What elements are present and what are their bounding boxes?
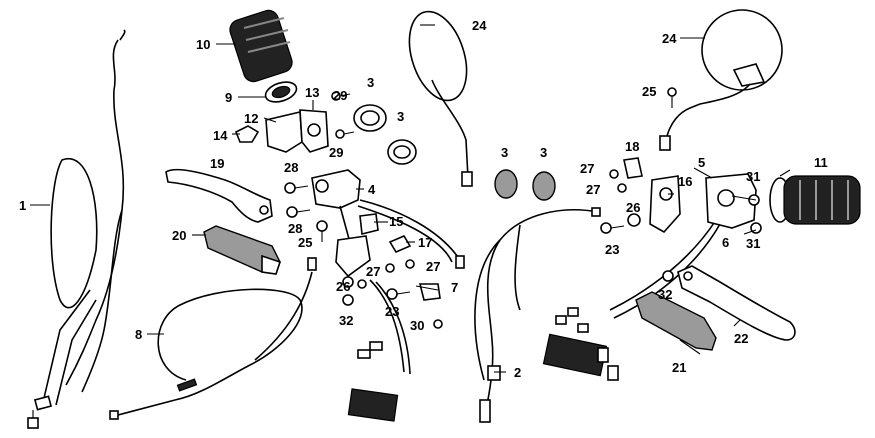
part-22-brake-lever xyxy=(662,265,796,341)
label-part-2: 2 xyxy=(514,365,521,380)
label-part-27: 27 xyxy=(426,259,440,274)
label-part-8: 8 xyxy=(135,327,142,342)
label-part-32: 32 xyxy=(339,313,353,328)
part-8-clutch-cable xyxy=(109,257,317,420)
part-20-lever-cover xyxy=(203,225,282,275)
label-part-26: 26 xyxy=(626,200,640,215)
part-9-throttle-pipe xyxy=(264,81,298,103)
part-24-mirror-left xyxy=(408,10,473,187)
label-part-16: 16 xyxy=(678,174,692,189)
label-part-24: 24 xyxy=(472,18,487,33)
label-part-1: 1 xyxy=(19,198,26,213)
label-part-31: 31 xyxy=(746,169,760,184)
label-part-30: 30 xyxy=(410,318,424,333)
label-part-3: 3 xyxy=(501,145,508,160)
label-part-4: 4 xyxy=(368,182,376,197)
part-21-lever-cover xyxy=(635,291,717,351)
label-part-9: 9 xyxy=(225,90,232,105)
label-part-24: 24 xyxy=(662,31,677,46)
label-part-21: 21 xyxy=(672,360,686,375)
label-part-27: 27 xyxy=(580,161,594,176)
label-part-13: 13 xyxy=(305,85,319,100)
label-part-19: 19 xyxy=(210,156,224,171)
label-part-29: 29 xyxy=(333,88,347,103)
label-part-11: 11 xyxy=(814,155,828,170)
label-part-23: 23 xyxy=(605,242,619,257)
part-4-lever-bracket xyxy=(311,169,412,278)
label-part-18: 18 xyxy=(625,139,639,154)
left-switch-wiring xyxy=(347,199,465,422)
label-part-7: 7 xyxy=(451,280,458,295)
label-part-3: 3 xyxy=(367,75,374,90)
label-part-28: 28 xyxy=(288,221,302,236)
callout-labels: 1 2 3 3 3 3 4 5 6 7 8 9 10 11 12 13 14 1… xyxy=(19,18,828,380)
label-part-32: 32 xyxy=(658,287,672,302)
part-10-grip xyxy=(229,9,293,83)
label-part-6: 6 xyxy=(722,235,729,250)
part-2-brake-hose xyxy=(474,207,601,423)
part-11-right-grip xyxy=(769,175,861,225)
label-part-22: 22 xyxy=(734,331,748,346)
label-part-10: 10 xyxy=(196,37,210,52)
label-part-17: 17 xyxy=(418,235,432,250)
label-part-12: 12 xyxy=(244,111,258,126)
label-part-25: 25 xyxy=(298,235,312,250)
label-part-29: 29 xyxy=(329,145,343,160)
label-part-28: 28 xyxy=(284,160,298,175)
label-part-27: 27 xyxy=(586,182,600,197)
part-3-clamps xyxy=(353,104,556,201)
label-part-23: 23 xyxy=(385,304,399,319)
label-part-5: 5 xyxy=(698,155,705,170)
label-part-25: 25 xyxy=(642,84,656,99)
part-24-mirror-right xyxy=(659,9,783,151)
label-part-20: 20 xyxy=(172,228,186,243)
part-1-throttle-cable xyxy=(27,29,126,429)
label-part-3: 3 xyxy=(397,109,404,124)
left-bolts xyxy=(284,91,443,329)
leader-lines xyxy=(30,24,791,373)
part-12-13-throttle-housing xyxy=(234,109,329,153)
label-part-15: 15 xyxy=(389,214,403,229)
label-part-27: 27 xyxy=(366,264,380,279)
right-switch-wiring xyxy=(542,219,721,381)
label-part-31: 31 xyxy=(746,236,760,251)
label-part-14: 14 xyxy=(213,128,228,143)
label-part-3: 3 xyxy=(540,145,547,160)
label-part-26: 26 xyxy=(336,279,350,294)
part-19-clutch-lever xyxy=(165,168,273,223)
right-master-cylinder-parts xyxy=(600,157,762,234)
